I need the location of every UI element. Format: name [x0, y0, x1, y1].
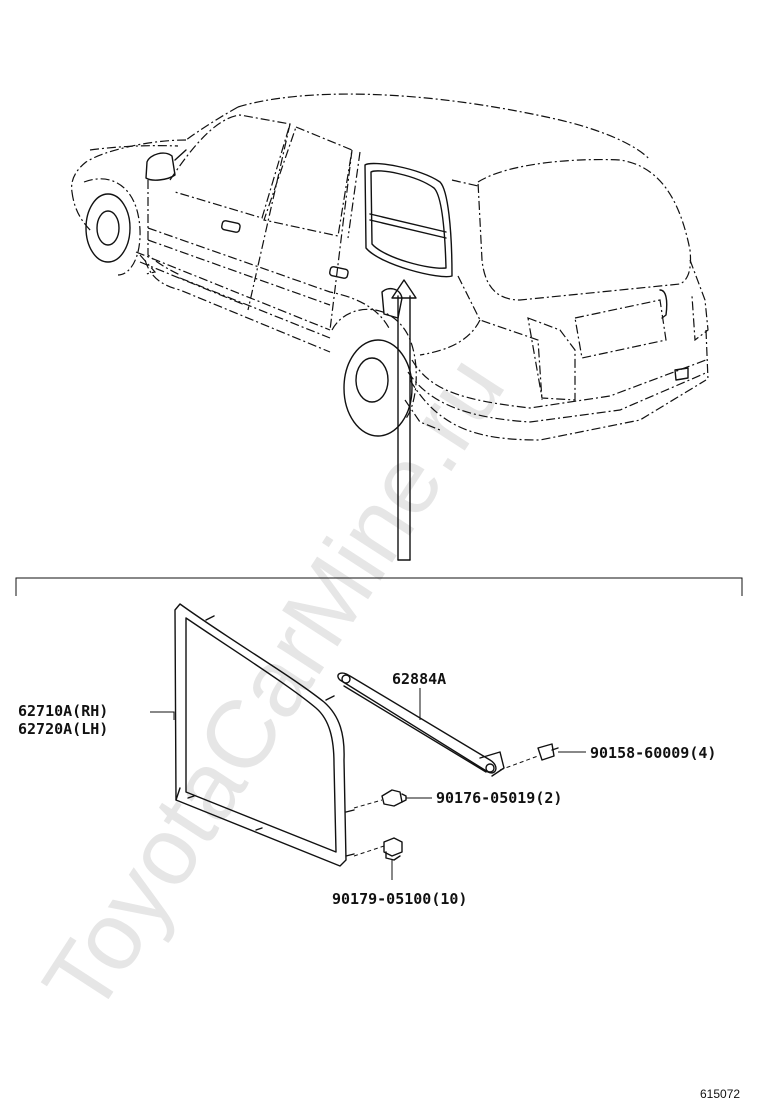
detail-bracket	[15, 577, 743, 596]
quarter-glass-detail	[174, 603, 355, 867]
part-label-retainer: 62884A	[392, 670, 446, 688]
figure-number: 615072	[700, 1087, 740, 1101]
part-label-clip-b: 90179-05100(10)	[332, 890, 467, 908]
part-label-clip-a: 90176-05019(2)	[436, 789, 562, 807]
clip-b-detail	[383, 837, 403, 861]
part-label-glass-lh: 62720A(LH)	[18, 720, 108, 738]
location-arrow	[391, 279, 417, 561]
watermark: ToyotaCarMine.ru	[23, 338, 525, 1032]
vehicle-illustration	[71, 93, 709, 441]
screw-detail	[537, 743, 559, 761]
retainer-detail	[337, 672, 505, 777]
part-label-screw: 90158-60009(4)	[590, 744, 716, 762]
clip-a-detail	[381, 789, 407, 807]
part-label-glass-rh: 62710A(RH)	[18, 702, 108, 720]
